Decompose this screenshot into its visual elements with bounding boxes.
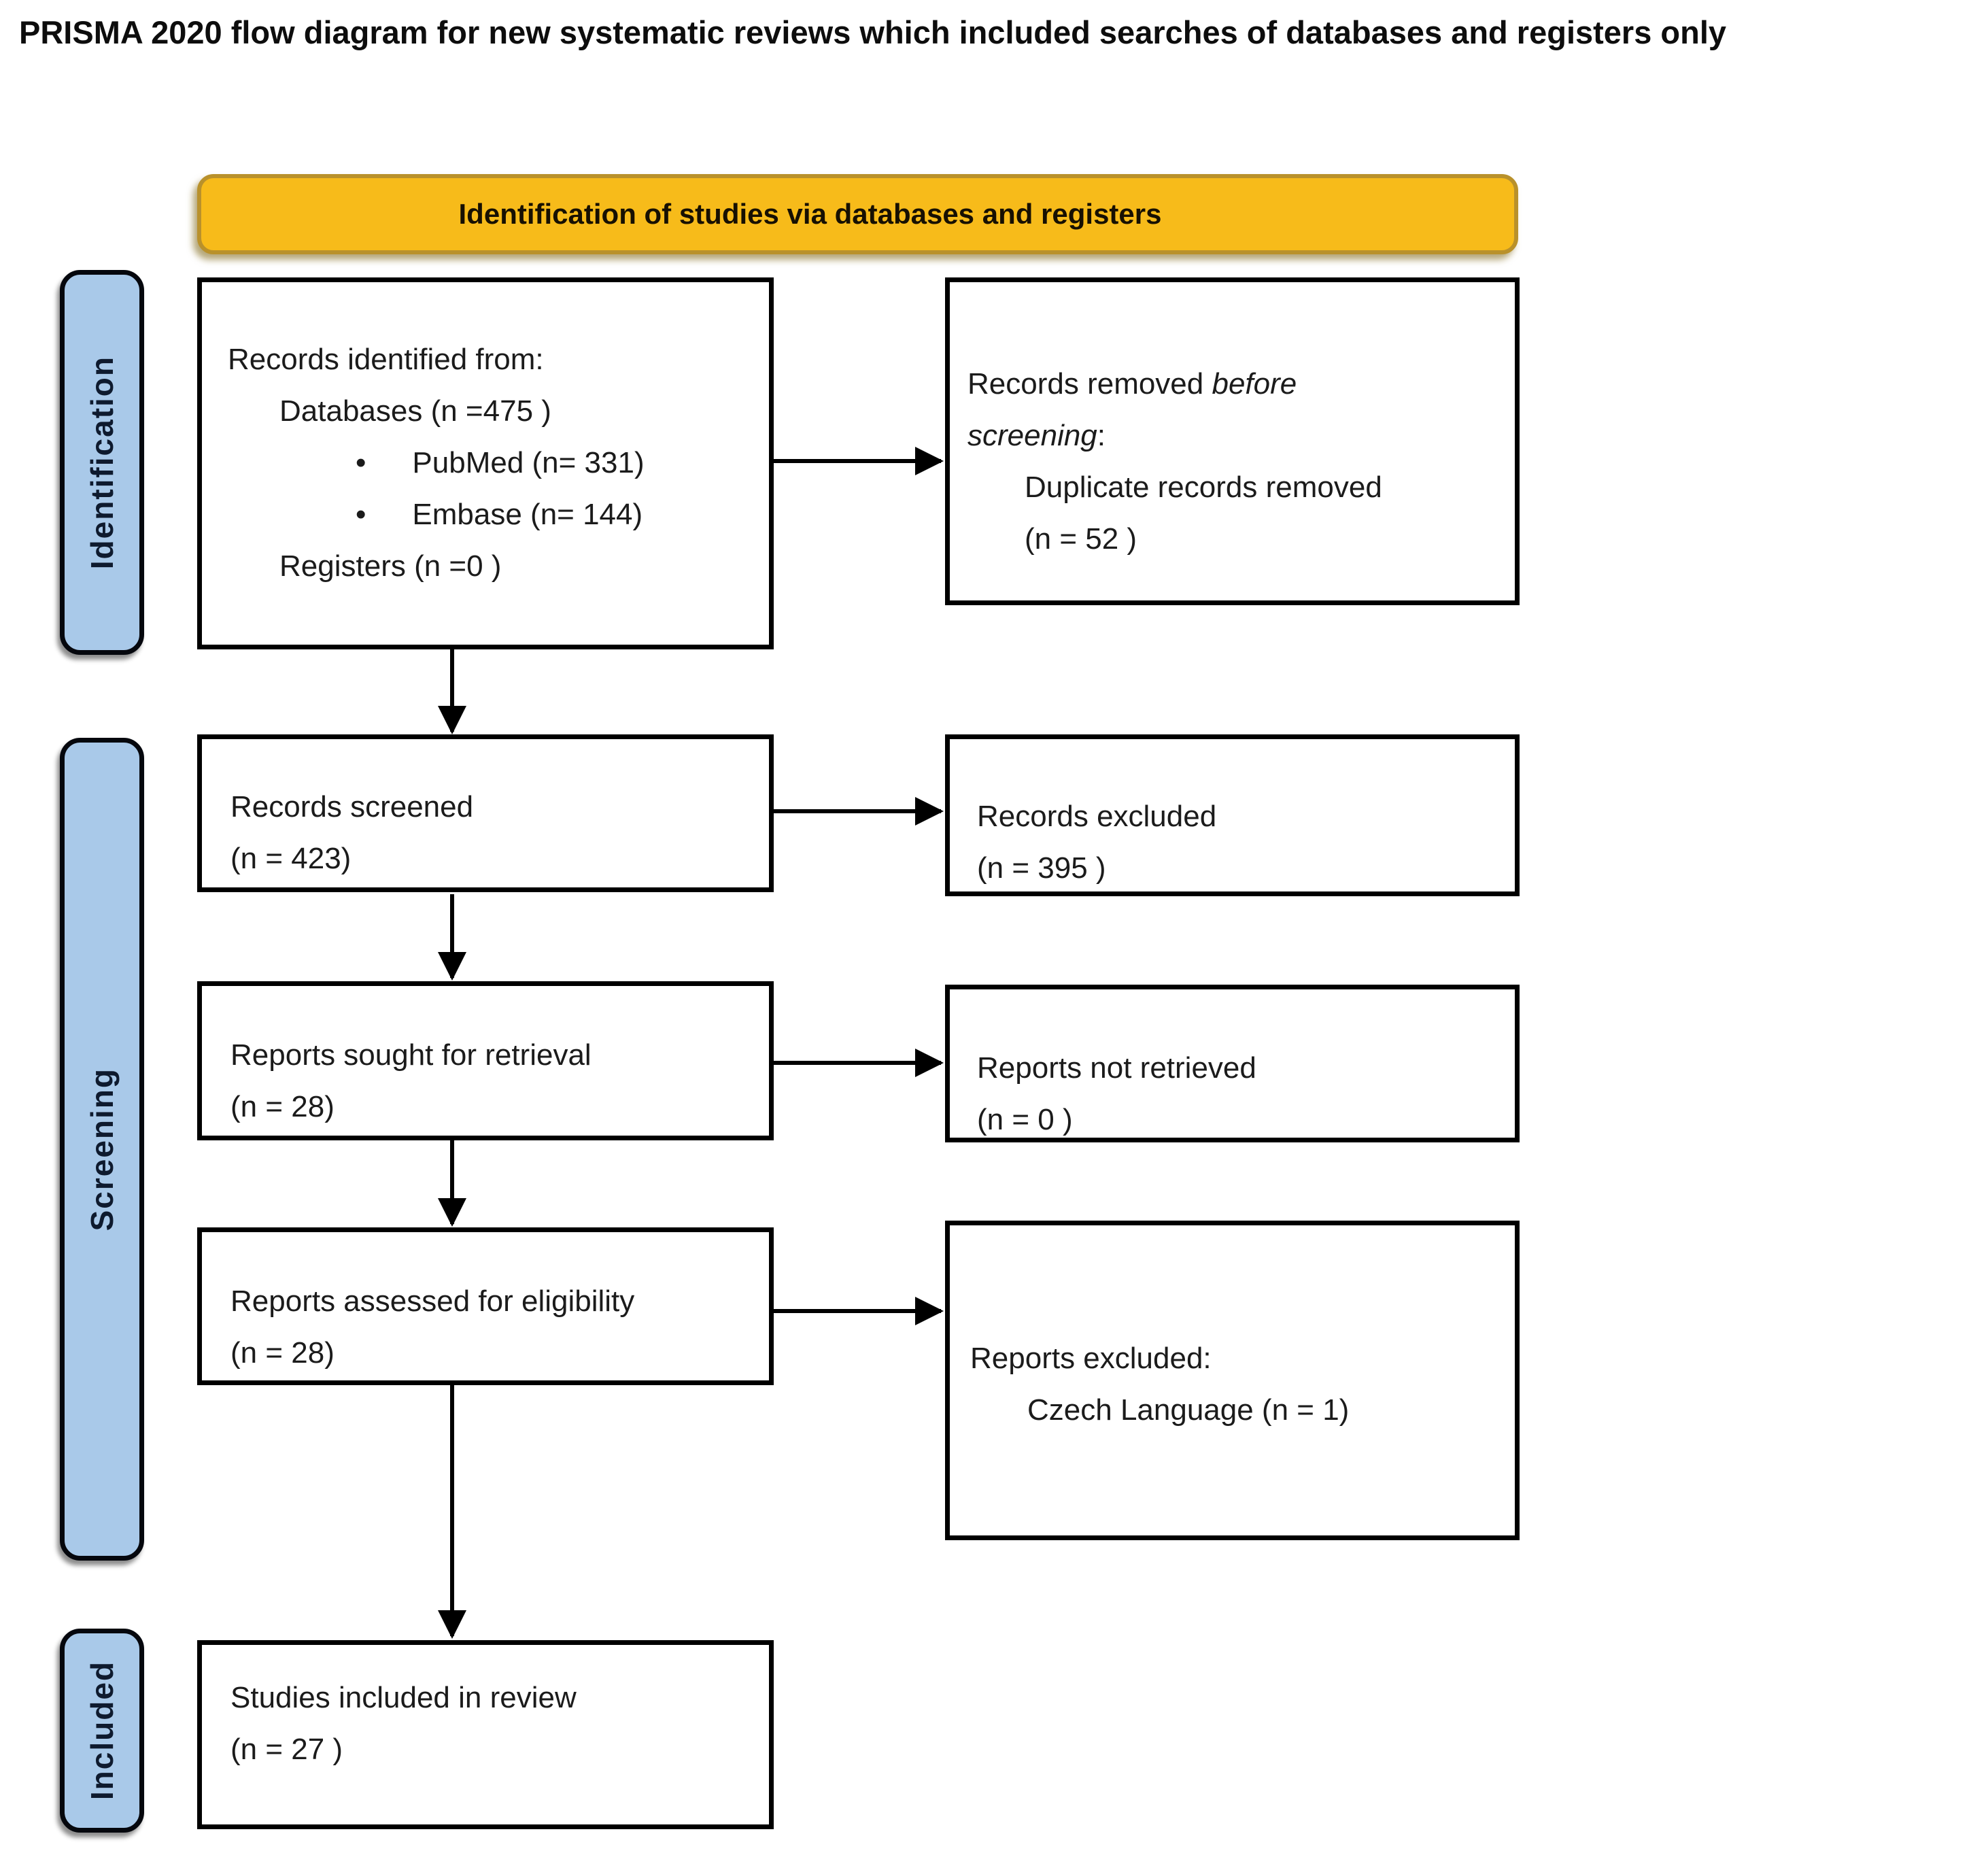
box-line: Databases (n =475 ) <box>279 394 551 428</box>
box-line: Records removed before <box>967 367 1297 401</box>
box-studies-included: Studies included in review (n = 27 ) <box>197 1640 774 1829</box>
box-count: (n = 27 ) <box>230 1733 343 1766</box>
box-line: Registers (n =0 ) <box>279 549 502 583</box>
box-records-excluded: Records excluded (n = 395 ) <box>945 734 1520 896</box>
box-count: (n = 395 ) <box>977 851 1106 885</box>
box-reports-not-retrieved: Reports not retrieved (n = 0 ) <box>945 985 1520 1142</box>
box-reports-sought: Reports sought for retrieval (n = 28) <box>197 981 774 1140</box>
box-reports-excluded: Reports excluded: Czech Language (n = 1) <box>945 1221 1520 1540</box>
box-line: Records screened <box>230 790 474 823</box>
box-line: Reports sought for retrieval <box>230 1038 592 1072</box>
page-title: PRISMA 2020 flow diagram for new systema… <box>19 14 1727 50</box>
box-count: (n = 423) <box>230 842 352 875</box>
box-records-screened: Records screened (n = 423) <box>197 734 774 892</box>
box-count: (n = 0 ) <box>977 1103 1073 1136</box>
box-records-identified: Records identified from: Databases (n =4… <box>197 277 774 649</box>
box-count: (n = 28) <box>230 1090 335 1123</box>
box-line: •Embase (n= 144) <box>228 489 755 541</box>
box-line: Czech Language (n = 1) <box>1027 1393 1350 1427</box>
identification-banner: Identification of studies via databases … <box>197 174 1518 254</box>
box-line: Studies included in review <box>230 1681 577 1714</box>
box-line: screening: <box>967 419 1106 452</box>
box-line: Records identified from: <box>228 343 544 376</box>
box-records-removed: Records removed before screening: Duplic… <box>945 277 1520 605</box>
box-line: Records excluded <box>977 800 1217 833</box>
box-line: Reports not retrieved <box>977 1051 1256 1085</box>
box-count: (n = 28) <box>230 1336 335 1370</box>
bullet-icon: • <box>356 498 366 531</box>
banner-label: Identification of studies via databases … <box>458 198 1162 230</box>
box-line: Reports assessed for eligibility <box>230 1285 635 1318</box>
box-line: Reports excluded: <box>970 1342 1212 1375</box>
box-line: Duplicate records removed <box>1025 471 1382 504</box>
stage-label-included: Included <box>60 1629 144 1833</box>
box-count: (n = 52 ) <box>1025 522 1137 556</box>
box-reports-assessed: Reports assessed for eligibility (n = 28… <box>197 1227 774 1385</box>
stage-label-screening: Screening <box>60 738 144 1561</box>
stage-label-identification: Identification <box>60 270 144 655</box>
box-line: •PubMed (n= 331) <box>228 437 755 489</box>
bullet-icon: • <box>356 446 366 479</box>
